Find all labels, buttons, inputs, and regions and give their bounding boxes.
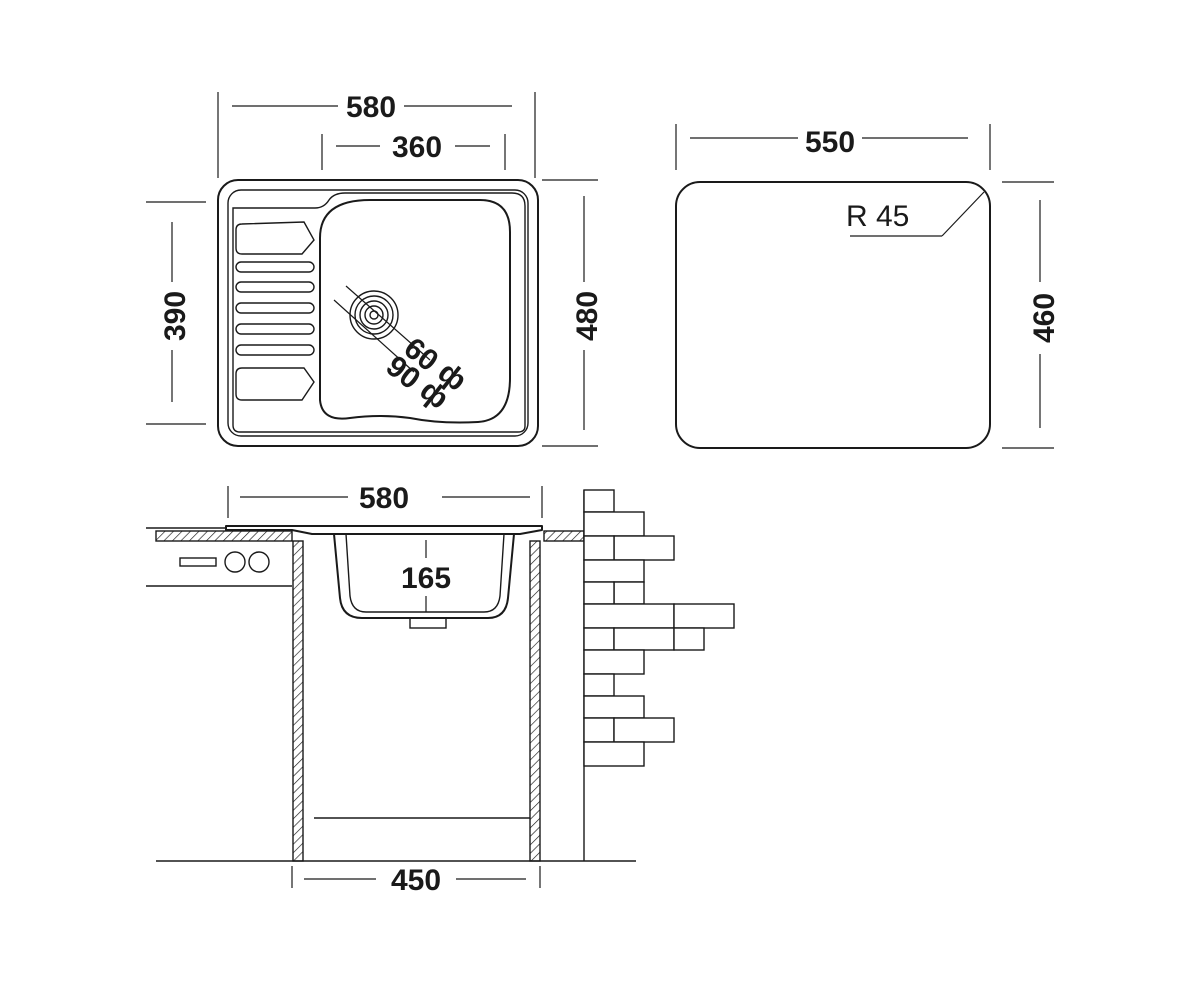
- cutout-height-label: 460: [1028, 293, 1061, 343]
- top-depth-overall-label: 480: [571, 291, 604, 341]
- cutout-template-view: R 45 550 460: [675, 124, 1061, 449]
- section-bowl-depth-label: 165: [401, 562, 451, 595]
- drain-strainer: [333, 285, 431, 373]
- cutout-width-label: 550: [805, 126, 855, 159]
- top-depth-left-label: 390: [159, 291, 192, 341]
- section-cabinet-width-label: 450: [391, 864, 441, 897]
- cutout-radius-label: R 45: [846, 200, 909, 233]
- top-width-overall-label: 580: [346, 91, 396, 124]
- drainboard-grooves: [235, 221, 315, 401]
- installation-section-view: 165 580 450: [146, 482, 735, 897]
- sink-top-view: 60 ф 90 ф 580 360 390 480: [146, 91, 604, 447]
- brick-wall: [583, 489, 735, 861]
- top-width-bowl-label: 360: [392, 131, 442, 164]
- hob-controls: [179, 551, 270, 573]
- section-width-overall-label: 580: [359, 482, 409, 515]
